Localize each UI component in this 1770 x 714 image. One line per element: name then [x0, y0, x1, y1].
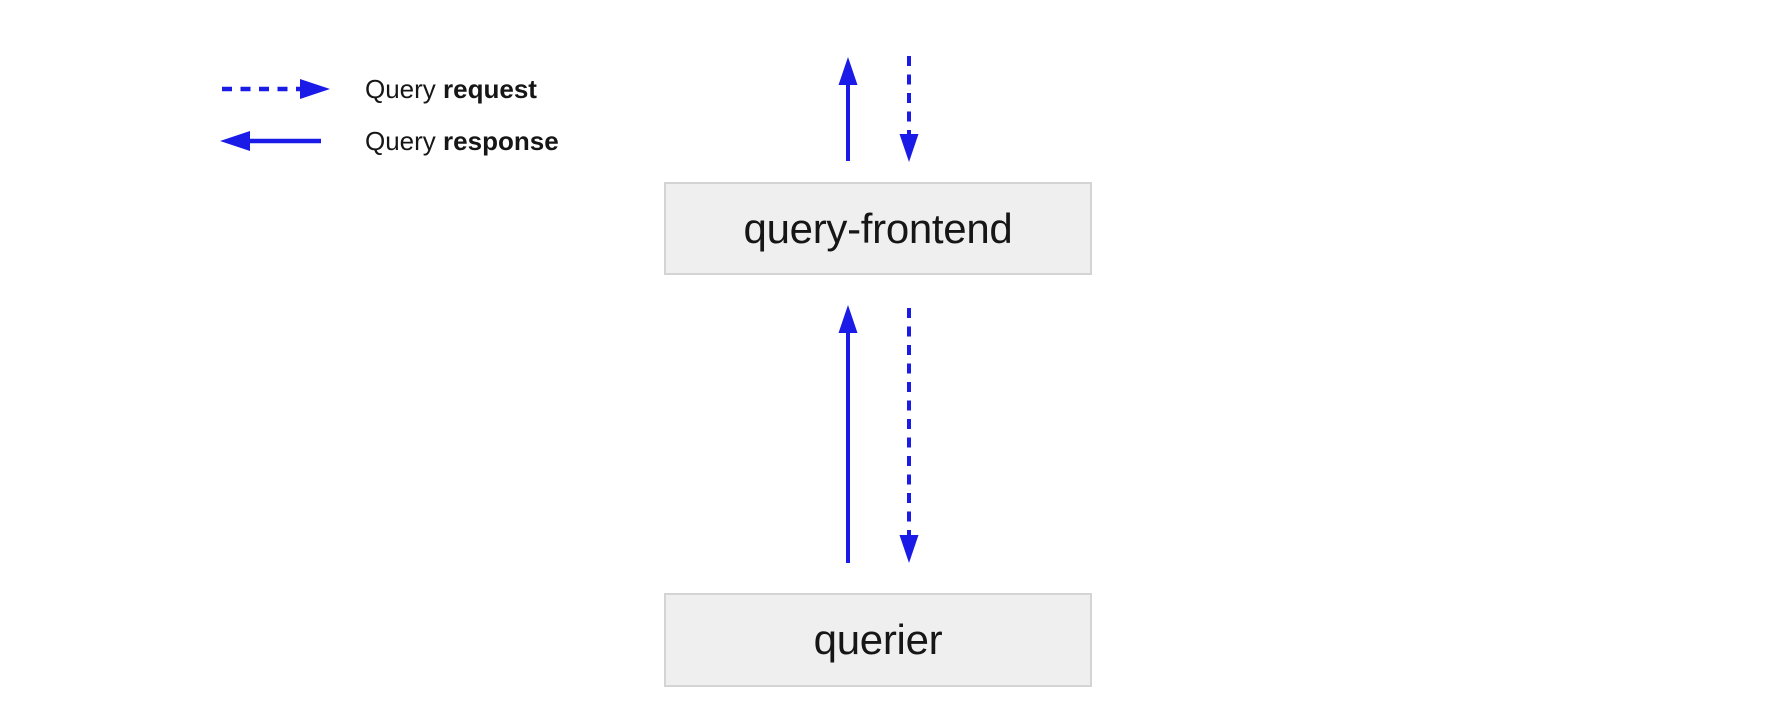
- legend-text-bold: request: [443, 73, 537, 104]
- legend-item-query-request: Query request: [220, 74, 537, 104]
- node-query-frontend: query-frontend: [664, 182, 1092, 275]
- query-request-dashed-arrow-icon: [222, 79, 330, 99]
- legend-item-query-response: Query response: [220, 126, 559, 156]
- legend-label-query-request: Query request: [365, 74, 537, 105]
- legend-text-regular: Query: [365, 125, 436, 156]
- legend-label-query-response: Query response: [365, 126, 559, 157]
- request-down-arrow-top-icon: [899, 56, 919, 162]
- node-querier: querier: [664, 593, 1092, 687]
- query-response-solid-arrow-icon: [220, 131, 321, 151]
- legend-text-bold: response: [443, 125, 559, 156]
- legend-arrow-slot: [220, 130, 330, 152]
- legend-text-regular: Query: [365, 73, 436, 104]
- node-querier-label: querier: [813, 616, 943, 663]
- response-up-arrow-top-icon: [838, 57, 858, 161]
- request-down-arrow-middle-icon: [899, 308, 919, 563]
- node-query-frontend-label: query-frontend: [743, 204, 1013, 252]
- response-up-arrow-middle-icon: [838, 305, 858, 563]
- legend-arrow-slot: [220, 78, 330, 100]
